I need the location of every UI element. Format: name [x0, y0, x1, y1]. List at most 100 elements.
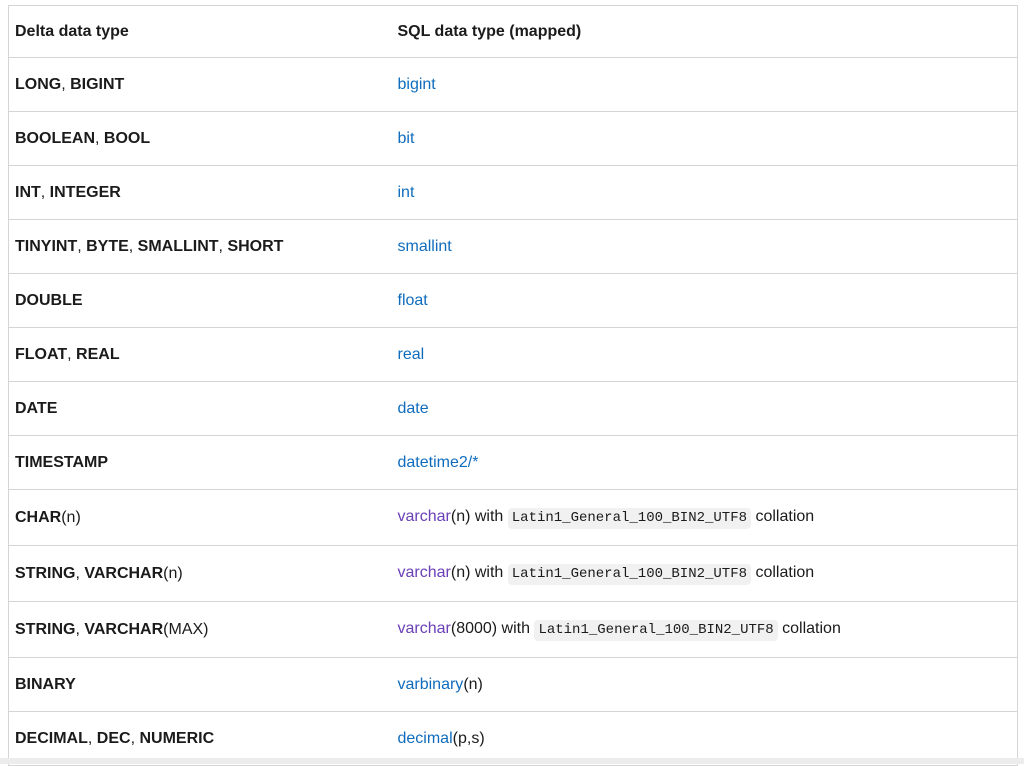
- delta-type-cell: INT, INTEGER: [8, 165, 392, 220]
- delta-type-cell: STRING, VARCHAR(n): [8, 545, 392, 602]
- sql-type-cell: varchar(8000) with Latin1_General_100_BI…: [391, 601, 1018, 658]
- delta-type-plain-text: ,: [218, 238, 228, 255]
- delta-type-plain-text: ,: [130, 730, 140, 747]
- delta-type-plain-text: (MAX): [163, 621, 209, 638]
- sql-type-link[interactable]: bit: [397, 130, 415, 147]
- sql-type-cell: int: [391, 165, 1018, 220]
- sql-type-cell: smallint: [391, 219, 1018, 274]
- sql-type-link[interactable]: real: [397, 346, 425, 363]
- table-row: DECIMAL, DEC, NUMERIC decimal(p,s): [9, 712, 1018, 766]
- delta-type-name: BOOL: [103, 130, 151, 147]
- sql-type-link[interactable]: bigint: [397, 76, 436, 93]
- column-header-delta-data-type: Delta data type: [8, 5, 392, 58]
- sql-type-plain-text: collation: [751, 508, 815, 525]
- delta-type-cell: DECIMAL, DEC, NUMERIC: [9, 712, 392, 766]
- sql-type-link[interactable]: int: [397, 184, 415, 201]
- sql-type-link[interactable]: varbinary: [397, 676, 464, 693]
- delta-type-name: VARCHAR: [84, 621, 164, 638]
- table-header: Delta data type SQL data type (mapped): [8, 5, 1018, 58]
- table-row: STRING, VARCHAR(n) varchar(n) with Latin…: [8, 545, 1018, 602]
- delta-type-name: STRING: [15, 621, 76, 638]
- sql-type-plain-text: (8000) with: [450, 620, 535, 637]
- delta-type-plain-text: ,: [75, 565, 85, 582]
- sql-type-cell: decimal(p,s): [392, 712, 1018, 766]
- delta-type-plain-text: ,: [77, 238, 87, 255]
- delta-type-plain-text: (n): [61, 509, 81, 526]
- delta-type-cell: DATE: [8, 381, 392, 436]
- delta-type-cell: TIMESTAMP: [8, 435, 392, 490]
- sql-type-plain-text: collation: [751, 564, 815, 581]
- page-bottom-edge: [0, 758, 1024, 764]
- sql-type-cell: bigint: [391, 57, 1018, 112]
- delta-type-cell: BINARY: [8, 657, 392, 712]
- table-body: LONG, BIGINT bigint BOOLEAN, BOOL bit IN…: [8, 57, 1018, 766]
- delta-type-name: BIGINT: [70, 76, 125, 93]
- delta-type-name: DOUBLE: [15, 292, 83, 309]
- delta-type-name: SHORT: [227, 238, 284, 255]
- sql-type-link[interactable]: varchar: [397, 564, 451, 581]
- sql-type-cell: varchar(n) with Latin1_General_100_BIN2_…: [391, 545, 1018, 602]
- sql-type-cell: real: [391, 327, 1018, 382]
- delta-type-name: TIMESTAMP: [15, 454, 109, 471]
- delta-type-cell: CHAR(n): [8, 489, 392, 546]
- sql-type-link[interactable]: date: [397, 400, 429, 417]
- sql-type-cell: date: [391, 381, 1018, 436]
- delta-type-name: INT: [15, 184, 41, 201]
- table-row: BINARY varbinary(n): [8, 657, 1018, 712]
- table-row: BOOLEAN, BOOL bit: [8, 111, 1018, 166]
- delta-type-plain-text: ,: [75, 621, 85, 638]
- collation-code-span: Latin1_General_100_BIN2_UTF8: [507, 564, 752, 585]
- collation-code-span: Latin1_General_100_BIN2_UTF8: [507, 508, 752, 529]
- delta-type-name: DEC: [96, 730, 131, 747]
- sql-type-link[interactable]: datetime2/*: [397, 454, 479, 471]
- delta-type-name: STRING: [15, 565, 76, 582]
- delta-type-name: SMALLINT: [137, 238, 219, 255]
- sql-type-link[interactable]: smallint: [397, 238, 452, 255]
- sql-type-plain-text: (n): [463, 676, 483, 693]
- delta-type-name: FLOAT: [15, 346, 68, 363]
- table-row: DATE date: [8, 381, 1018, 436]
- table-row: CHAR(n) varchar(n) with Latin1_General_1…: [8, 489, 1018, 546]
- delta-type-cell: DOUBLE: [8, 273, 392, 328]
- sql-type-link[interactable]: decimal: [397, 730, 453, 747]
- table-row: TINYINT, BYTE, SMALLINT, SHORT smallint: [8, 219, 1018, 274]
- sql-type-link[interactable]: varchar: [397, 508, 451, 525]
- table-row: LONG, BIGINT bigint: [8, 57, 1018, 112]
- sql-type-cell: float: [391, 273, 1018, 328]
- table-row: FLOAT, REAL real: [8, 327, 1018, 382]
- delta-type-cell: BOOLEAN, BOOL: [8, 111, 392, 166]
- delta-type-cell: FLOAT, REAL: [8, 327, 392, 382]
- delta-type-name: TINYINT: [15, 238, 78, 255]
- table-row: TIMESTAMP datetime2/*: [8, 435, 1018, 490]
- sql-type-cell: datetime2/*: [391, 435, 1018, 490]
- sql-type-cell: varbinary(n): [391, 657, 1018, 712]
- header-row: Delta data type SQL data type (mapped): [8, 5, 1018, 58]
- delta-type-name: REAL: [76, 346, 120, 363]
- delta-type-name: LONG: [15, 76, 62, 93]
- delta-type-cell: TINYINT, BYTE, SMALLINT, SHORT: [8, 219, 392, 274]
- delta-type-plain-text: ,: [95, 130, 104, 147]
- delta-type-plain-text: (n): [163, 565, 183, 582]
- column-header-sql-data-type: SQL data type (mapped): [391, 5, 1018, 58]
- sql-type-cell: varchar(n) with Latin1_General_100_BIN2_…: [391, 489, 1018, 546]
- data-type-mapping-section: Delta data type SQL data type (mapped) L…: [8, 5, 1018, 766]
- sql-type-plain-text: collation: [777, 620, 841, 637]
- sql-type-plain-text: (p,s): [452, 730, 485, 747]
- sql-type-link[interactable]: varchar: [397, 620, 451, 637]
- delta-type-name: CHAR: [15, 509, 62, 526]
- sql-type-cell: bit: [391, 111, 1018, 166]
- data-type-mapping-table: Delta data type SQL data type (mapped) L…: [8, 5, 1018, 766]
- delta-type-name: BYTE: [86, 238, 129, 255]
- delta-type-cell: STRING, VARCHAR(MAX): [8, 601, 392, 658]
- delta-type-plain-text: ,: [128, 238, 138, 255]
- sql-type-link[interactable]: float: [397, 292, 428, 309]
- delta-type-name: DATE: [15, 400, 58, 417]
- delta-type-plain-text: ,: [67, 346, 77, 363]
- collation-code-span: Latin1_General_100_BIN2_UTF8: [534, 620, 778, 641]
- delta-type-plain-text: ,: [61, 76, 71, 93]
- delta-type-name: VARCHAR: [84, 565, 164, 582]
- delta-type-plain-text: ,: [87, 730, 97, 747]
- table-row: STRING, VARCHAR(MAX) varchar(8000) with …: [8, 601, 1018, 658]
- delta-type-plain-text: ,: [40, 184, 50, 201]
- delta-type-name: BOOLEAN: [15, 130, 95, 147]
